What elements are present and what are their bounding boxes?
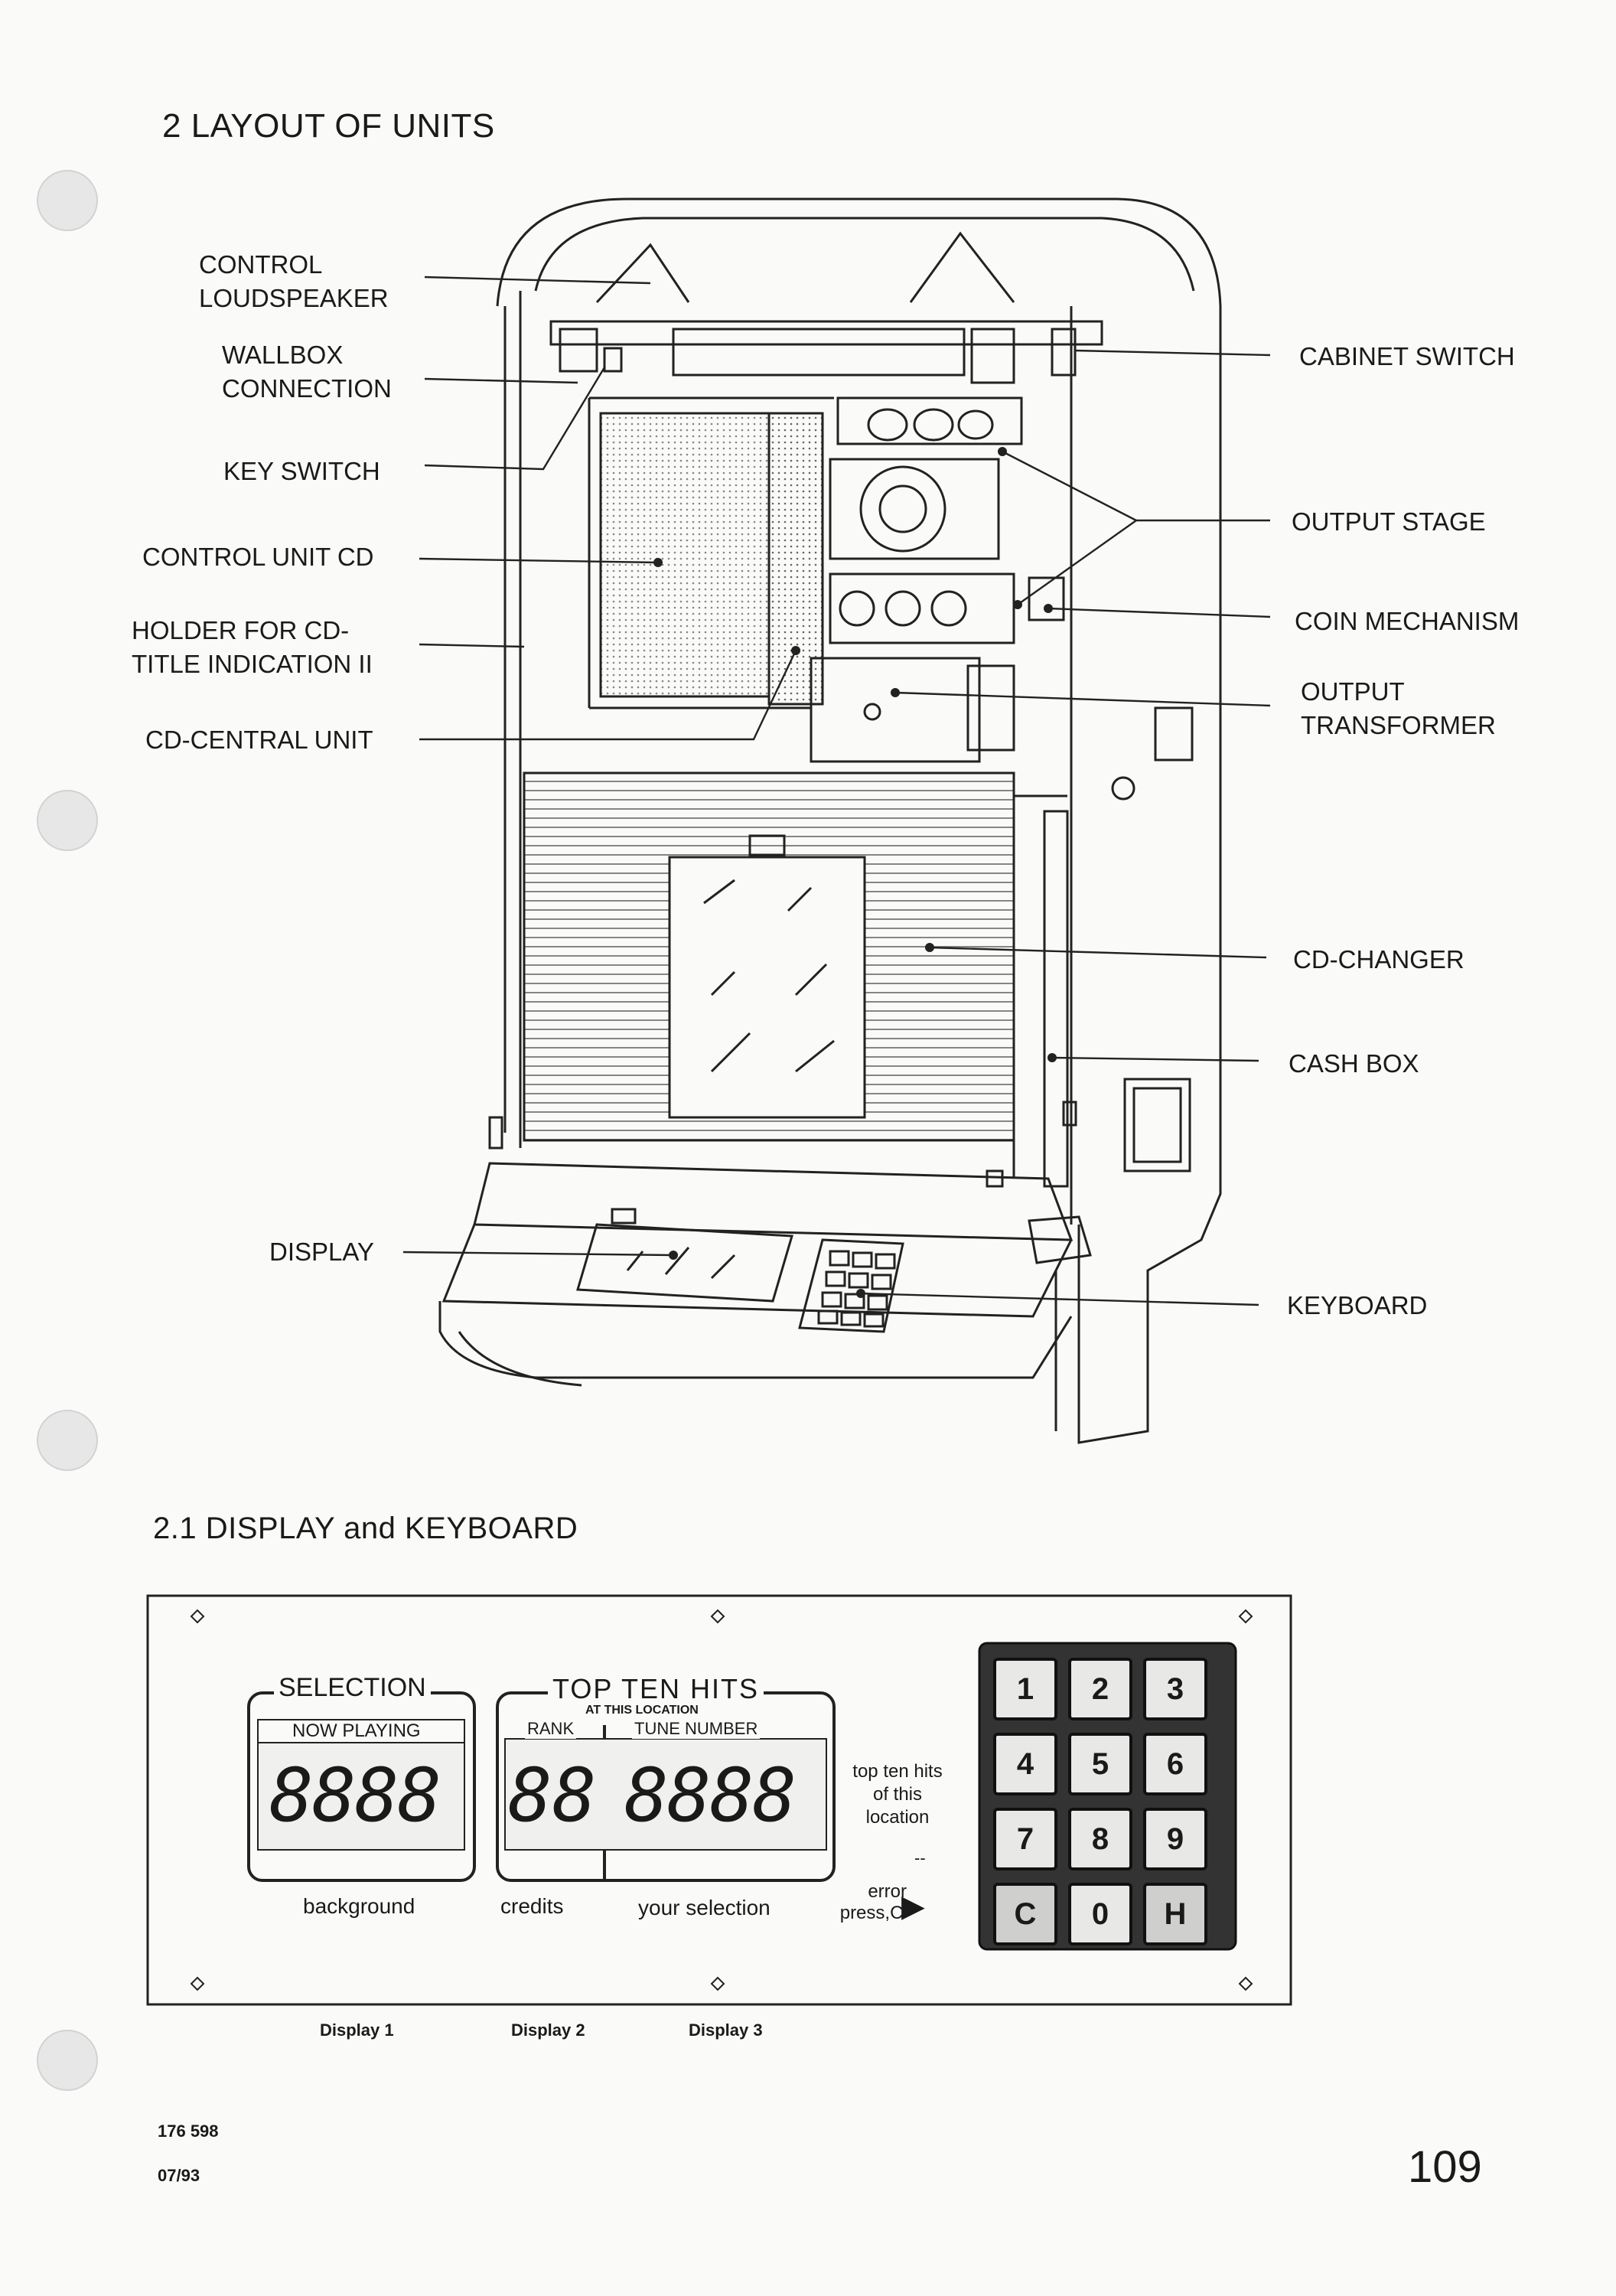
key-9[interactable]: 9	[1143, 1808, 1207, 1870]
label-control-unit-cd: CONTROL UNIT CD	[142, 543, 374, 571]
side-dash: --	[914, 1848, 926, 1867]
label-cabinet-switch: CABINET SWITCH	[1299, 342, 1515, 370]
bottom-credits: credits	[500, 1894, 564, 1918]
document-date: 07/93	[158, 2166, 200, 2185]
punch-hole	[37, 2030, 98, 2091]
label-output-stage: OUTPUT STAGE	[1292, 507, 1486, 536]
selection-digits: 8888	[269, 1753, 441, 1838]
display-caption-3: Display 3	[689, 2020, 763, 2040]
label-keyboard: KEYBOARD	[1287, 1291, 1428, 1319]
label-cd-central-unit: CD-CENTRAL UNIT	[145, 726, 373, 754]
bottom-your-selection: your selection	[638, 1896, 771, 1919]
rank-digits: 88	[508, 1753, 597, 1838]
key-h[interactable]: H	[1143, 1883, 1207, 1945]
rank-label: RANK	[525, 1719, 577, 1739]
top-ten-title: TOP TEN HITS	[548, 1673, 764, 1705]
error-arrow-icon: ▶	[901, 1890, 925, 1923]
key-1[interactable]: 1	[993, 1658, 1057, 1720]
page-number: 109	[1408, 2142, 1482, 2192]
now-playing-label: NOW PLAYING	[292, 1720, 421, 1741]
label-coin-mechanism: COIN MECHANISM	[1295, 607, 1520, 635]
label-key-switch: KEY SWITCH	[223, 457, 380, 485]
display-caption-1: Display 1	[320, 2020, 394, 2040]
keypad: 1 2 3 4 5 6 7 8 9 C 0 H	[993, 1658, 1223, 1945]
jukebox-illustration	[402, 197, 1271, 1444]
key-4[interactable]: 4	[993, 1733, 1057, 1795]
label-display: DISPLAY	[269, 1238, 374, 1266]
label-cd-changer: CD-CHANGER	[1293, 945, 1464, 974]
key-5[interactable]: 5	[1068, 1733, 1132, 1795]
tune-number-label: TUNE NUMBER	[632, 1719, 761, 1739]
key-3[interactable]: 3	[1143, 1658, 1207, 1720]
key-2[interactable]: 2	[1068, 1658, 1132, 1720]
punch-hole	[37, 1410, 98, 1471]
key-0[interactable]: 0	[1068, 1883, 1132, 1945]
punch-hole	[37, 790, 98, 851]
document-number: 176 598	[158, 2122, 219, 2141]
label-cash-box: CASH BOX	[1289, 1049, 1419, 1078]
key-c[interactable]: C	[993, 1883, 1057, 1945]
tune-digits: 8888	[624, 1753, 797, 1838]
subsection-title: 2.1 DISPLAY and KEYBOARD	[153, 1512, 578, 1545]
punch-hole	[37, 170, 98, 231]
key-6[interactable]: 6	[1143, 1733, 1207, 1795]
at-this-location: AT THIS LOCATION	[585, 1704, 699, 1717]
selection-title: SELECTION	[274, 1673, 431, 1703]
key-7[interactable]: 7	[993, 1808, 1057, 1870]
section-title: 2 LAYOUT OF UNITS	[162, 107, 495, 145]
bottom-background: background	[303, 1894, 415, 1918]
key-8[interactable]: 8	[1068, 1808, 1132, 1870]
label-holder-cd-title: HOLDER FOR CD-TITLE INDICATION II	[132, 616, 373, 678]
display-caption-2: Display 2	[511, 2020, 585, 2040]
